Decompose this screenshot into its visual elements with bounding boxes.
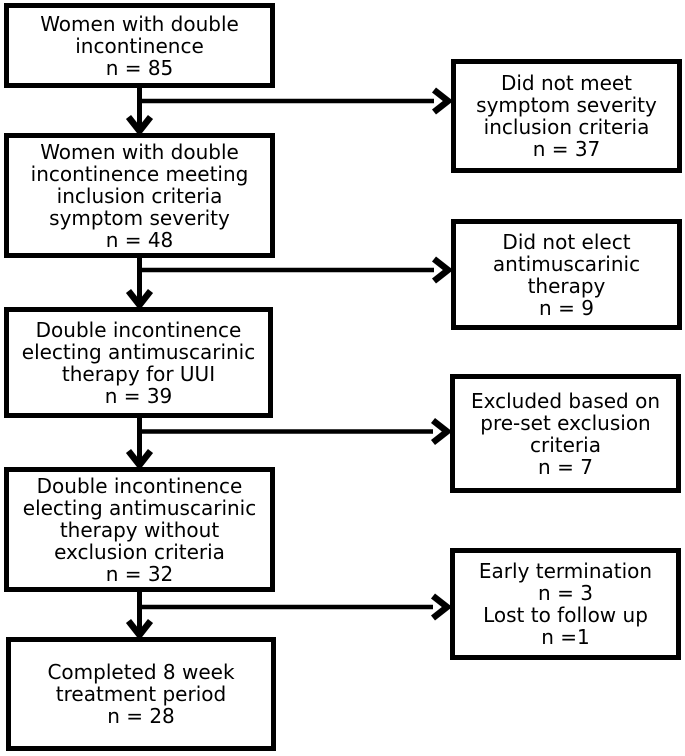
arrow-branch-3-head: [430, 417, 453, 446]
exclusion-box-did-not-meet-severity: Did not meet symptom severity inclusion …: [451, 59, 682, 173]
arrow-main-4-head: [125, 618, 154, 641]
flow-box-meeting-inclusion-criteria: Women with double incontinence meeting i…: [4, 133, 275, 258]
flow-box-without-exclusion-criteria: Double incontinence electing antimuscari…: [4, 467, 275, 592]
flow-box-completed-treatment: Completed 8 week treatment period n = 28: [6, 637, 276, 751]
arrow-main-3-head: [125, 448, 154, 471]
exclusion-box-text: Did not elect antimuscarinic therapy n =…: [492, 229, 641, 320]
flow-box-text: Women with double incontinence n = 85: [40, 11, 239, 80]
flow-box-women-double-incontinence: Women with double incontinence n = 85: [4, 3, 275, 88]
flow-box-text: Completed 8 week treatment period n = 28: [47, 660, 235, 728]
exclusion-box-text: Excluded based on pre-set exclusion crit…: [470, 388, 661, 479]
exclusion-box-text: Early termination n = 3 Lost to follow u…: [478, 559, 653, 649]
exclusion-box-excluded-preset-criteria: Excluded based on pre-set exclusion crit…: [450, 374, 681, 493]
arrow-branch-1-head: [431, 87, 454, 115]
flow-box-electing-antimuscarinic-therapy: Double incontinence electing antimuscari…: [4, 307, 273, 418]
arrow-main-2-head: [125, 288, 154, 311]
flow-box-text: Women with double incontinence meeting i…: [30, 139, 249, 252]
arrow-main-1-head: [125, 114, 154, 137]
exclusion-box-did-not-elect-therapy: Did not elect antimuscarinic therapy n =…: [451, 219, 682, 330]
exclusion-box-early-termination-lost: Early termination n = 3 Lost to follow u…: [450, 548, 681, 660]
flow-box-text: Double incontinence electing antimuscari…: [22, 473, 257, 586]
arrow-branch-4-head: [430, 593, 453, 621]
exclusion-box-text: Did not meet symptom severity inclusion …: [476, 71, 657, 161]
arrow-branch-2-head: [431, 256, 454, 284]
flow-box-text: Double incontinence electing antimuscari…: [21, 317, 256, 408]
